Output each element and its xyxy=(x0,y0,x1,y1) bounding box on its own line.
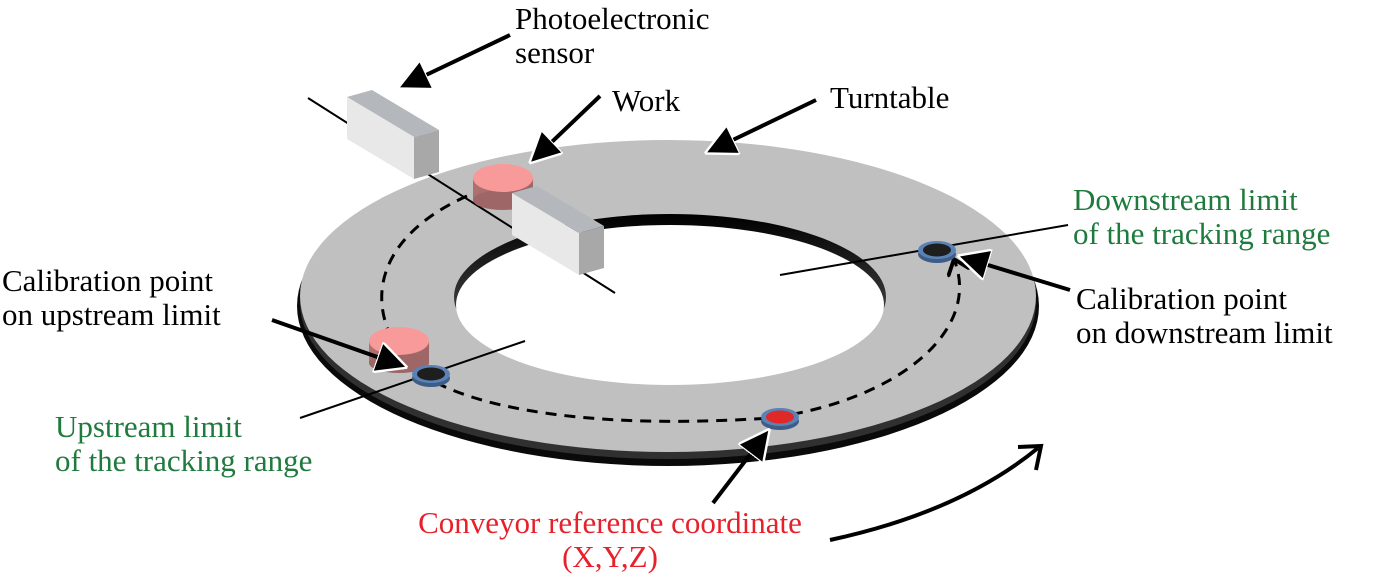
label-calib-downstream: Calibration point on downstream limit xyxy=(1076,282,1333,350)
rotation-arrow xyxy=(829,446,1040,542)
sensor-emitter xyxy=(347,90,439,179)
arrow-work xyxy=(535,94,602,158)
label-sensor-line1: Photoelectronic xyxy=(515,1,710,36)
label-upstream-limit-line2: of the tracking range xyxy=(55,443,313,478)
sensor-receiver xyxy=(512,186,604,275)
label-calib-upstream-line2: on upstream limit xyxy=(2,297,221,332)
label-upstream-limit-line1: Upstream limit xyxy=(55,409,242,444)
reference-coordinate-point xyxy=(761,408,799,430)
label-reference-coordinate: Conveyor reference coordinate (X,Y,Z) xyxy=(350,506,870,574)
arrow-turntable xyxy=(712,98,817,150)
label-sensor-line2: sensor xyxy=(515,35,595,70)
arrow-sensor xyxy=(405,33,511,85)
calibration-point-upstream xyxy=(412,365,450,387)
label-reference-coordinate-line2: (X,Y,Z) xyxy=(562,539,658,574)
label-calib-upstream: Calibration point on upstream limit xyxy=(2,264,221,332)
label-calib-downstream-line1: Calibration point xyxy=(1076,281,1287,316)
arrow-calib-downstream xyxy=(965,258,1071,292)
label-upstream-limit: Upstream limit of the tracking range xyxy=(55,410,312,478)
arrow-calib-upstream xyxy=(271,318,400,365)
label-turntable: Turntable xyxy=(830,80,950,115)
calibration-point-downstream xyxy=(918,241,956,263)
label-downstream-limit: Downstream limit of the tracking range xyxy=(1073,183,1330,251)
label-calib-upstream-line1: Calibration point xyxy=(2,263,213,298)
label-sensor: Photoelectronic sensor xyxy=(515,2,710,70)
label-calib-downstream-line2: on downstream limit xyxy=(1076,315,1333,350)
turntable-hole xyxy=(456,225,884,385)
label-downstream-limit-line1: Downstream limit xyxy=(1073,182,1298,217)
label-downstream-limit-line2: of the tracking range xyxy=(1073,216,1331,251)
label-work: Work xyxy=(612,83,681,118)
label-reference-coordinate-line1: Conveyor reference coordinate xyxy=(418,505,802,540)
tracking-path xyxy=(380,194,960,423)
arrow-reference xyxy=(711,435,765,505)
rotation-arrowhead xyxy=(1017,443,1044,471)
turntable xyxy=(297,140,1039,466)
